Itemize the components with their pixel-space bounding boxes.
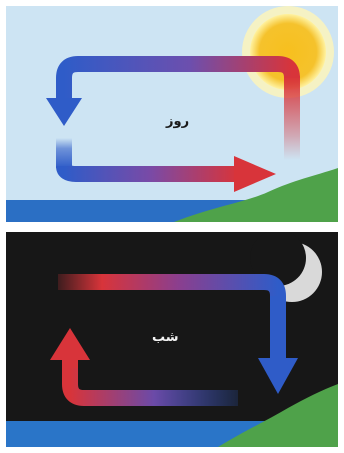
day-sinking-flow xyxy=(56,138,72,168)
day-lower-flow-arrow xyxy=(64,166,238,174)
day-label: روز xyxy=(166,114,189,129)
day-rising-flow xyxy=(284,76,300,160)
day-panel: روز xyxy=(6,6,338,222)
night-sinking-flow xyxy=(270,296,286,360)
night-label: شب xyxy=(152,330,179,345)
night-panel: شب xyxy=(6,232,338,447)
